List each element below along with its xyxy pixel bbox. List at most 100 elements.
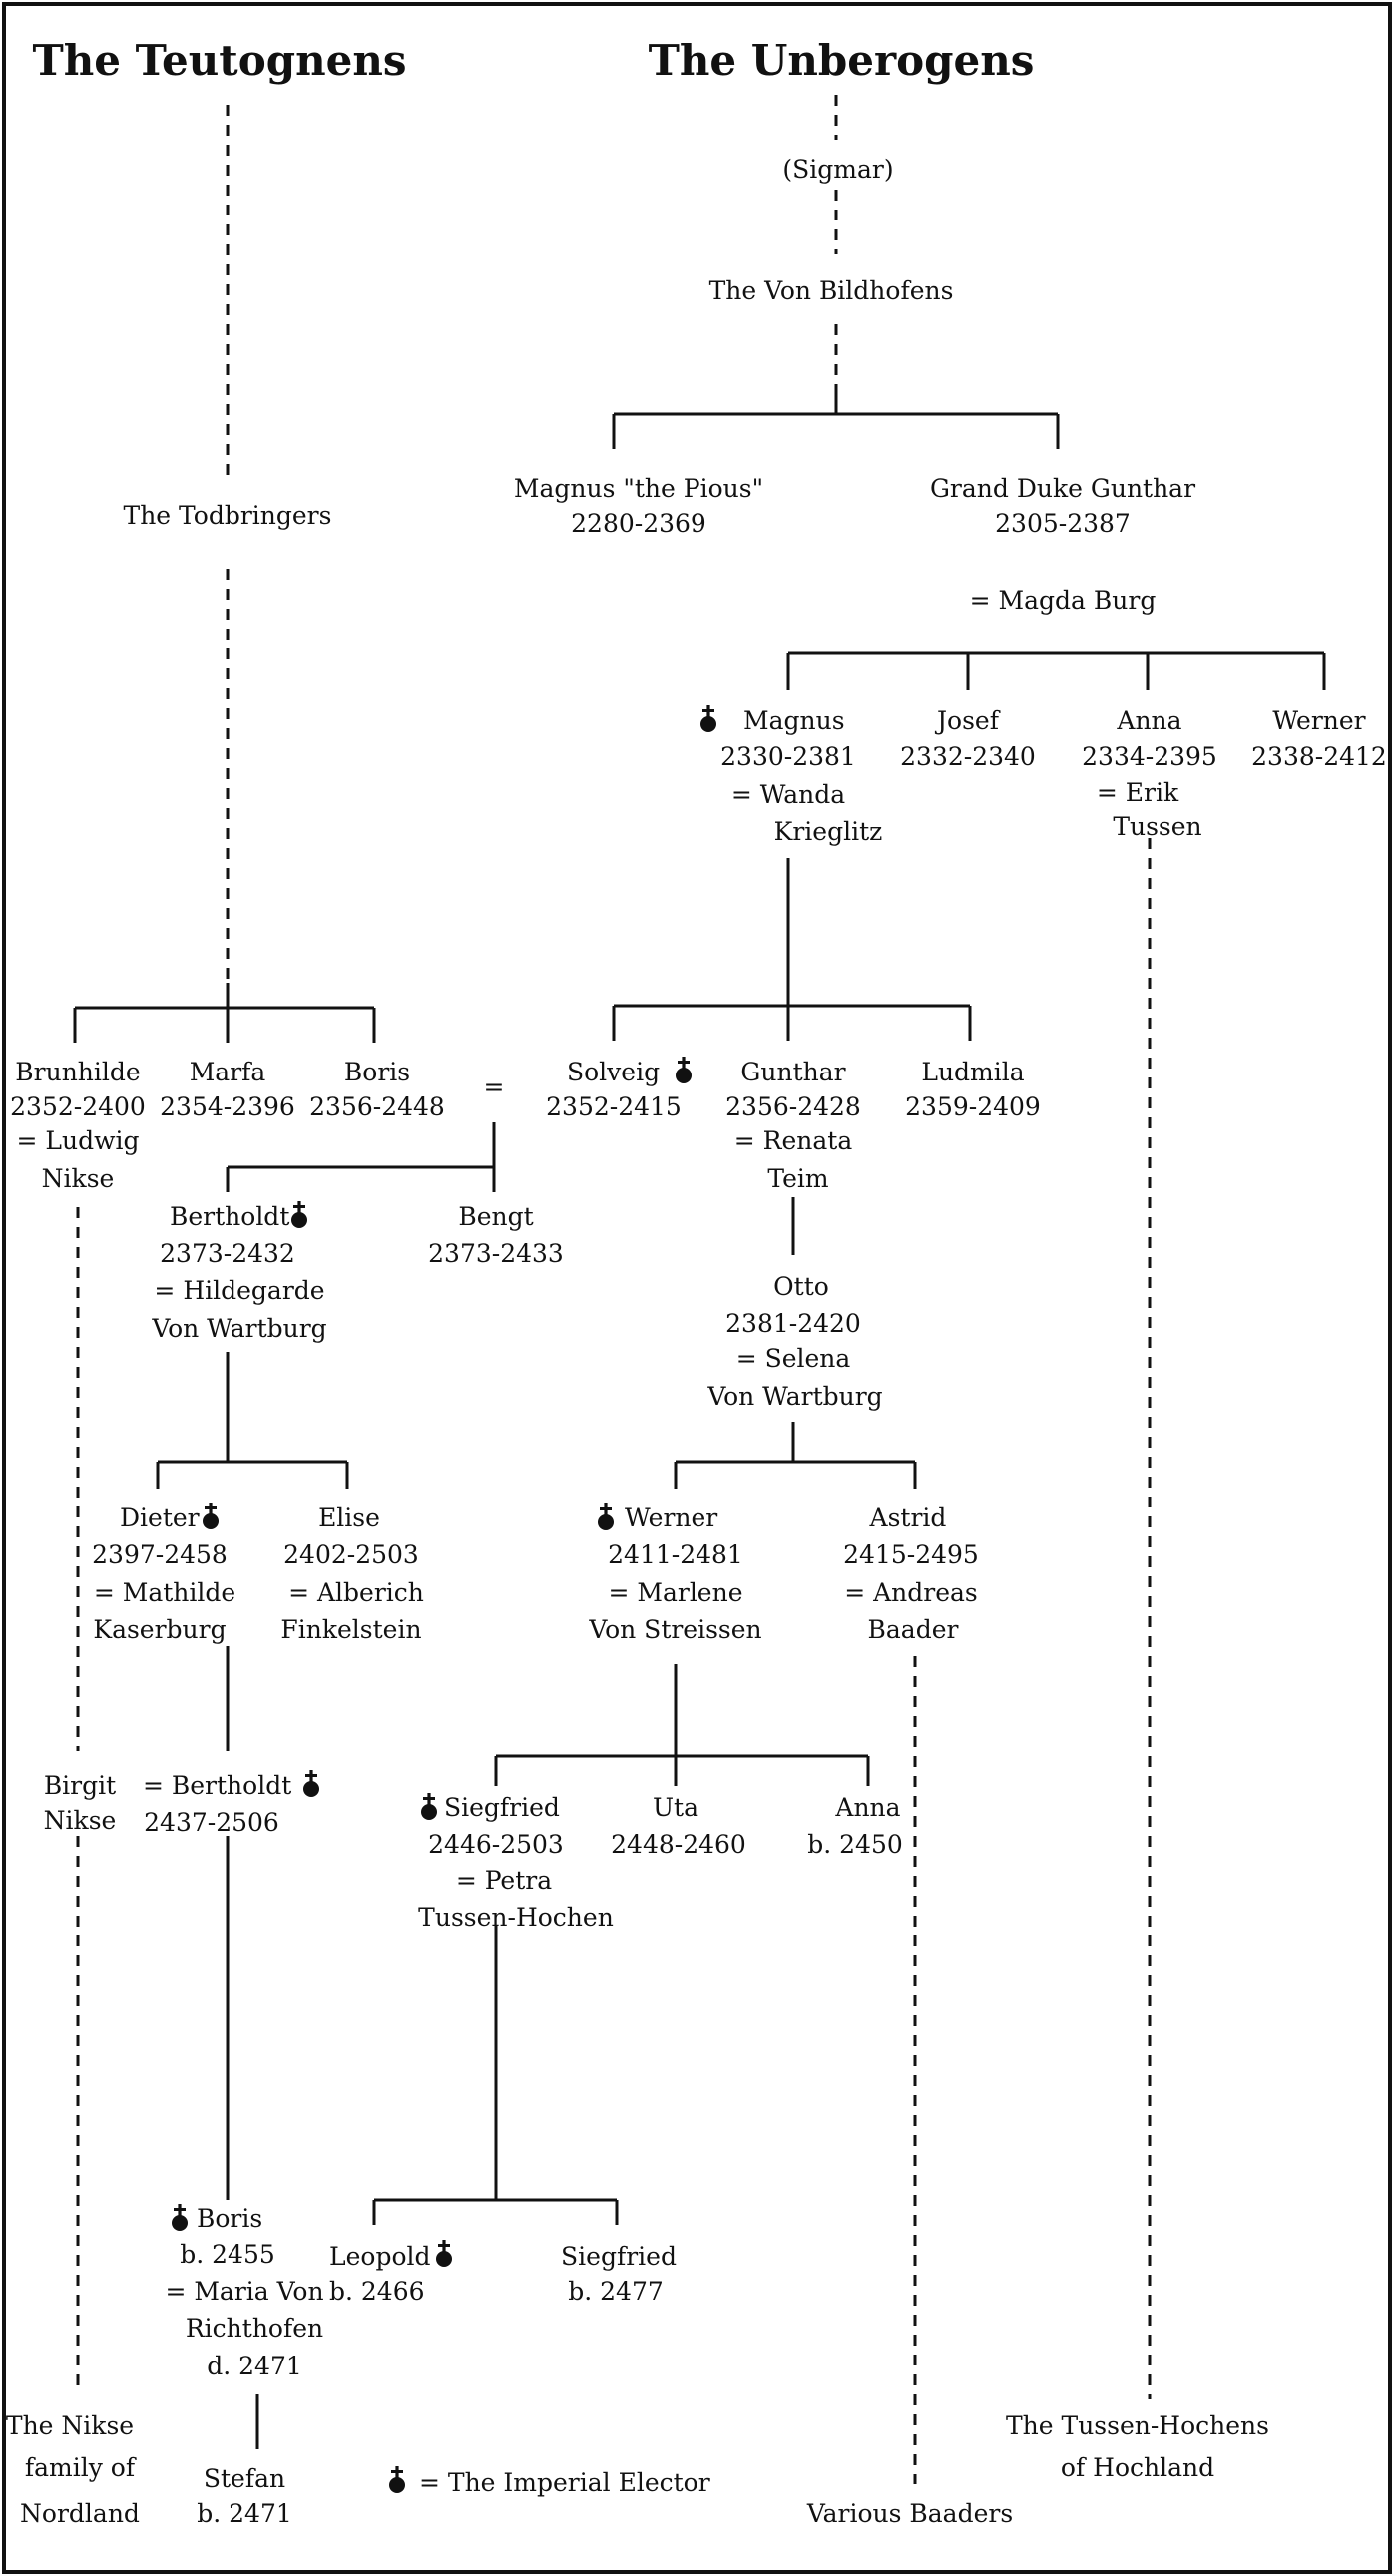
node-dates: 2373-2433: [428, 1239, 564, 1268]
tussen-hochens-label: The Tussen-Hochens of Hochland: [1006, 2411, 1269, 2482]
node-spouse: Finkelstein: [280, 1615, 421, 1644]
node-spouse: = Selena: [736, 1344, 851, 1373]
node-spouse: Richthofen: [186, 2314, 323, 2343]
node-name: Bengt: [458, 1202, 533, 1231]
node-spouse: = Marlene: [608, 1578, 742, 1607]
node-name: Ludmila: [921, 1058, 1024, 1086]
unberogens-title: The Unberogens: [649, 36, 1035, 85]
node-boris-younger: Boris b. 2455 = Maria Von Richthofen d. …: [165, 2204, 324, 2380]
magda-burg-label: = Magda Burg: [970, 586, 1157, 615]
node-dates: b. 2466: [329, 2277, 425, 2306]
label-line: The Tussen-Hochens: [1006, 2411, 1269, 2440]
node-ludmila: Ludmila 2359-2409: [905, 1058, 1041, 1121]
node-boris: Boris 2356-2448: [309, 1058, 445, 1121]
node-spouse: = Maria Von: [165, 2277, 323, 2306]
node-spouse: Kaserburg: [93, 1615, 226, 1644]
node-dates: b. 2450: [807, 1830, 903, 1859]
node-spouse: d. 2471: [207, 2352, 302, 2380]
node-name: Astrid: [869, 1503, 947, 1532]
node-name: Dieter: [120, 1503, 200, 1532]
node-grand-duke-gunthar: Grand Duke Gunthar 2305-2387: [930, 474, 1195, 538]
node-name: Marfa: [190, 1058, 266, 1086]
node-dates: 2356-2448: [309, 1092, 445, 1121]
connector-lines: [73, 95, 1326, 2484]
node-name: Solveig: [567, 1058, 660, 1086]
node-spouse: Tussen: [1113, 812, 1201, 841]
node-name: = Bertholdt: [143, 1771, 291, 1800]
node-dates: b. 2455: [180, 2240, 275, 2269]
node-name: Siegfried: [561, 2242, 677, 2271]
node-brunhilde: Brunhilde 2352-2400 = Ludwig Nikse: [10, 1058, 146, 1193]
node-siegfried: Siegfried 2446-2503 = Petra Tussen-Hoche…: [418, 1793, 614, 1932]
node-spouse: Von Wartburg: [706, 1382, 882, 1411]
nikse-family-label: The Nikse family of Nordland: [6, 2411, 140, 2528]
node-anna-younger: Anna b. 2450: [807, 1793, 903, 1859]
todbringers-label: The Todbringers: [124, 501, 332, 530]
node-elise: Elise 2402-2503 = Alberich Finkelstein: [280, 1503, 423, 1644]
node-dates: b. 2477: [568, 2277, 664, 2306]
node-name: Anna: [1116, 706, 1181, 735]
node-name: Stefan: [204, 2464, 285, 2493]
node-name: Werner: [625, 1503, 717, 1532]
node-dates: 2305-2387: [995, 509, 1131, 538]
node-dates: 2352-2415: [546, 1092, 682, 1121]
node-name: Brunhilde: [15, 1058, 140, 1086]
node-name: Boris: [344, 1058, 410, 1086]
node-dieter: Dieter 2397-2458 = Mathilde Kaserburg: [92, 1503, 235, 1644]
node-dates: 2352-2400: [10, 1092, 146, 1121]
node-spouse: = Renata: [734, 1126, 853, 1155]
node-dates: 2411-2481: [608, 1540, 743, 1569]
node-dates: 2381-2420: [725, 1309, 861, 1338]
teutognens-title: The Teutognens: [32, 36, 406, 85]
node-dates: 2415-2495: [843, 1540, 979, 1569]
node-werner: Werner 2411-2481 = Marlene Von Streissen: [588, 1503, 762, 1644]
node-bertholdt: Bertholdt 2373-2432 = Hildegarde Von War…: [151, 1201, 327, 1343]
node-bengt: Bengt 2373-2433: [428, 1202, 564, 1268]
node-name: Josef: [934, 706, 1001, 735]
node-name: Siegfried: [444, 1793, 560, 1822]
node-magnus: Magnus 2330-2381 = Wanda Krieglitz: [700, 705, 882, 846]
various-baaders-label: Various Baaders: [806, 2499, 1013, 2528]
label-line: Birgit: [44, 1771, 116, 1800]
node-spouse: = Wanda: [731, 780, 845, 809]
legend-text: = The Imperial Elector: [419, 2468, 710, 2497]
node-dates: 2334-2395: [1082, 742, 1217, 771]
bildhofens-label: The Von Bildhofens: [709, 276, 954, 305]
node-dates: 2332-2340: [900, 742, 1036, 771]
node-name: Otto: [773, 1272, 829, 1301]
orb-cross-icon: [303, 1770, 319, 1797]
label-line: Nordland: [20, 2499, 140, 2528]
node-spouse: Von Wartburg: [151, 1314, 326, 1343]
node-spouse: = Alberich: [288, 1578, 424, 1607]
node-spouse: Nikse: [42, 1164, 115, 1193]
node-spouse: Krieglitz: [774, 817, 883, 846]
node-bertholdt-younger: = Bertholdt 2437-2506: [143, 1770, 319, 1837]
label-line: The Nikse: [6, 2411, 134, 2440]
orb-cross-icon: [421, 1793, 437, 1820]
node-dates: 2437-2506: [144, 1808, 279, 1837]
orb-cross-icon: [700, 705, 716, 732]
node-spouse: = Ludwig: [17, 1126, 140, 1155]
node-siegfried-younger: Siegfried b. 2477: [561, 2242, 677, 2306]
node-name: Gunthar: [740, 1058, 845, 1086]
node-name: Werner: [1272, 706, 1365, 735]
legend: = The Imperial Elector: [389, 2466, 710, 2497]
node-dates: 2448-2460: [611, 1830, 746, 1859]
node-name: Bertholdt: [170, 1202, 289, 1231]
node-anna: Anna 2334-2395 = Erik Tussen: [1082, 706, 1217, 841]
orb-cross-icon: [436, 2240, 452, 2267]
node-dates: 2446-2503: [428, 1830, 564, 1859]
node-name: Anna: [834, 1793, 900, 1822]
node-dates: 2280-2369: [571, 509, 706, 538]
node-dates: 2330-2381: [720, 742, 856, 771]
node-dates: 2402-2503: [283, 1540, 419, 1569]
label-line: of Hochland: [1061, 2453, 1214, 2482]
node-name: Boris: [197, 2204, 262, 2233]
node-dates: 2359-2409: [905, 1092, 1041, 1121]
node-marfa: Marfa 2354-2396: [160, 1058, 295, 1121]
node-name: Leopold: [329, 2242, 431, 2271]
node-spouse: = Hildegarde: [154, 1276, 324, 1305]
node-spouse: Teim: [767, 1164, 829, 1193]
orb-cross-icon: [291, 1201, 307, 1228]
node-uta: Uta 2448-2460: [611, 1793, 746, 1859]
